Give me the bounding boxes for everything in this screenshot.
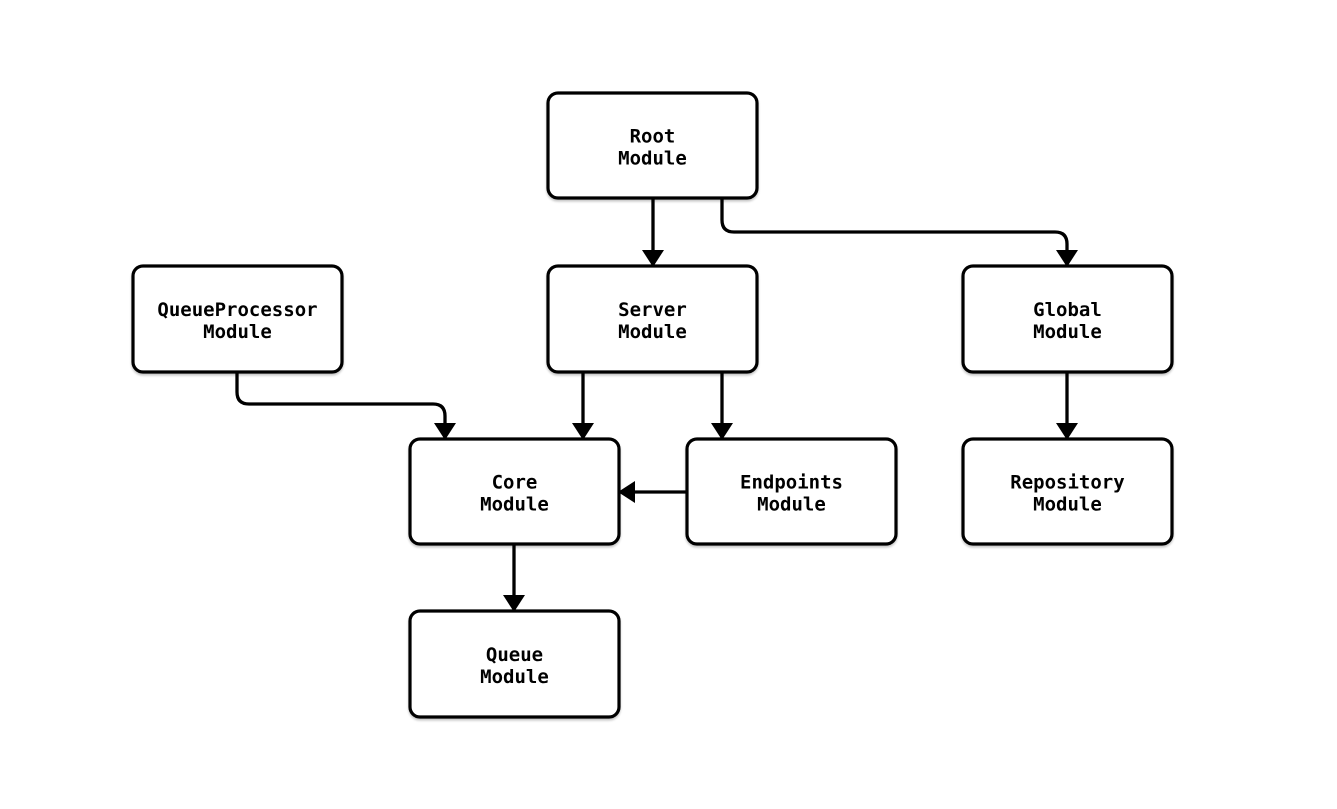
node-core-box: [408, 437, 621, 546]
node-repository-box: [961, 437, 1174, 546]
node-root-box: [546, 91, 759, 200]
node-global-box: [961, 264, 1174, 374]
node-server-box: [546, 264, 759, 374]
edge-queueprocessor-to-core: [235, 372, 456, 440]
edge-root-to-global: [720, 198, 1078, 267]
node-queue-box: [408, 609, 621, 719]
node-queueprocessor-box: [131, 264, 344, 374]
node-endpoints-box: [685, 437, 898, 546]
